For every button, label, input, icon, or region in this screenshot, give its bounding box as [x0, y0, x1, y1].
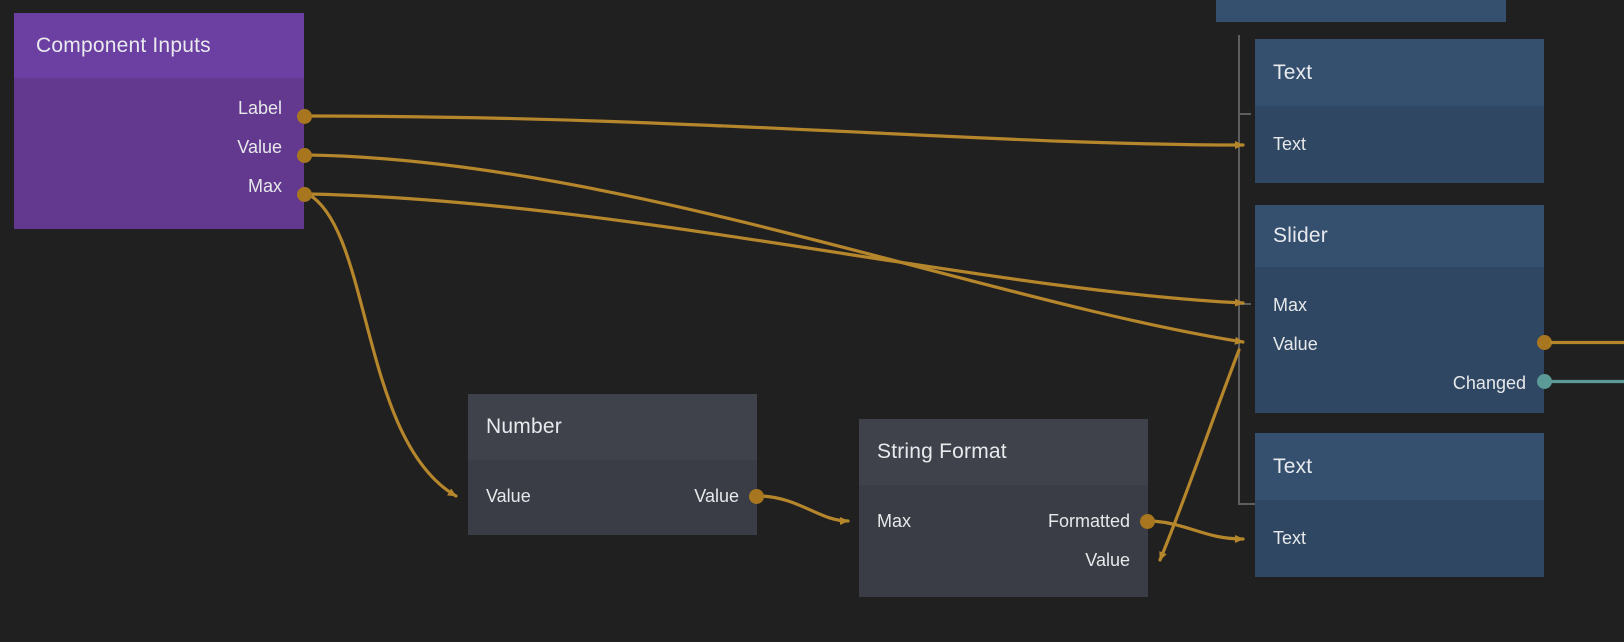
wire-slider-value-to-stringformat-value — [1158, 348, 1241, 562]
port-row-output-changed[interactable]: Changed — [1273, 364, 1526, 403]
wire-value-to-slider-value — [306, 153, 1245, 345]
port-row-input-max[interactable]: Max — [1273, 286, 1526, 325]
node-title: Number — [486, 415, 562, 438]
output-port-number-value[interactable] — [749, 489, 764, 504]
node-body-number: Value Value — [468, 460, 757, 535]
node-body-string-format: Max Formatted Value — [859, 485, 1148, 597]
output-port-value[interactable] — [297, 148, 312, 163]
node-header-slider: Slider — [1255, 205, 1544, 267]
node-text-1[interactable]: Text Text — [1255, 39, 1544, 183]
port-row-output-max[interactable]: Max — [36, 167, 282, 206]
group-bracket-tick-1 — [1240, 113, 1251, 115]
node-body-component-inputs: Label Value Max — [14, 78, 304, 229]
node-number[interactable]: Number Value Value — [468, 394, 757, 535]
output-port-max[interactable] — [297, 187, 312, 202]
node-header-text-2: Text — [1255, 433, 1544, 500]
node-component-inputs[interactable]: Component Inputs Label Value Max — [14, 13, 304, 229]
node-header-component-inputs: Component Inputs — [14, 13, 304, 78]
wire-number-value-to-stringformat-max — [760, 494, 850, 525]
port-row-stringformat-value[interactable]: Value — [877, 541, 1130, 580]
port-label-output: Formatted — [1047, 511, 1130, 531]
node-header-number: Number — [468, 394, 757, 460]
node-header — [1216, 0, 1506, 22]
port-label: Max — [1273, 295, 1308, 315]
port-label-input: Max — [877, 511, 912, 531]
output-port-slider-value[interactable] — [1537, 335, 1552, 350]
output-port-formatted[interactable] — [1140, 514, 1155, 529]
node-title: Slider — [1273, 224, 1328, 247]
output-port-slider-changed[interactable] — [1537, 374, 1552, 389]
node-body-text-1: Text — [1255, 106, 1544, 183]
node-string-format[interactable]: String Format Max Formatted Value — [859, 419, 1148, 597]
node-header-string-format: String Format — [859, 419, 1148, 485]
port-label: Value — [1273, 334, 1318, 354]
output-port-label[interactable] — [297, 109, 312, 124]
port-row-output-label[interactable]: Label — [36, 89, 282, 128]
node-title: Text — [1273, 60, 1313, 84]
port-label: Max — [247, 176, 282, 196]
port-row-input-text[interactable]: Text — [1273, 519, 1526, 558]
node-header-text-1: Text — [1255, 39, 1544, 106]
port-label-output: Value — [694, 486, 739, 506]
node-title: Text — [1273, 454, 1313, 478]
node-body-slider: Max Value Changed — [1255, 267, 1544, 413]
port-row-input-text[interactable]: Text — [1273, 125, 1526, 164]
port-label: Changed — [1452, 373, 1526, 393]
port-row-output-value[interactable]: Value — [36, 128, 282, 167]
port-label: Text — [1273, 134, 1307, 154]
group-bracket-tick-2 — [1240, 303, 1251, 305]
group-bracket-foot — [1238, 503, 1256, 505]
wire-label-to-text — [306, 114, 1245, 149]
port-label-output: Value — [1085, 550, 1130, 570]
node-text-2[interactable]: Text Text — [1255, 433, 1544, 577]
node-slider[interactable]: Slider Max Value Changed — [1255, 205, 1544, 413]
group-bracket-line — [1238, 35, 1240, 505]
port-row-stringformat-max-formatted[interactable]: Max Formatted — [877, 502, 1130, 541]
node-body-text-2: Text — [1255, 500, 1544, 577]
port-label: Label — [237, 98, 282, 118]
port-row-input-value[interactable]: Value — [1273, 325, 1526, 364]
port-label-input: Value — [486, 486, 531, 506]
node-title: String Format — [877, 440, 1007, 463]
node-text-top-partial[interactable] — [1216, 0, 1506, 22]
port-row-number[interactable]: Value Value — [486, 477, 739, 516]
port-label: Text — [1273, 528, 1307, 548]
node-title: Component Inputs — [36, 33, 211, 57]
wire-max-to-number-value — [306, 192, 458, 498]
wire-max-to-slider-max — [306, 192, 1245, 307]
slider-output-wire-stubs — [1550, 340, 1624, 384]
port-label: Value — [237, 137, 282, 157]
wire-formatted-to-text2 — [1151, 519, 1245, 543]
